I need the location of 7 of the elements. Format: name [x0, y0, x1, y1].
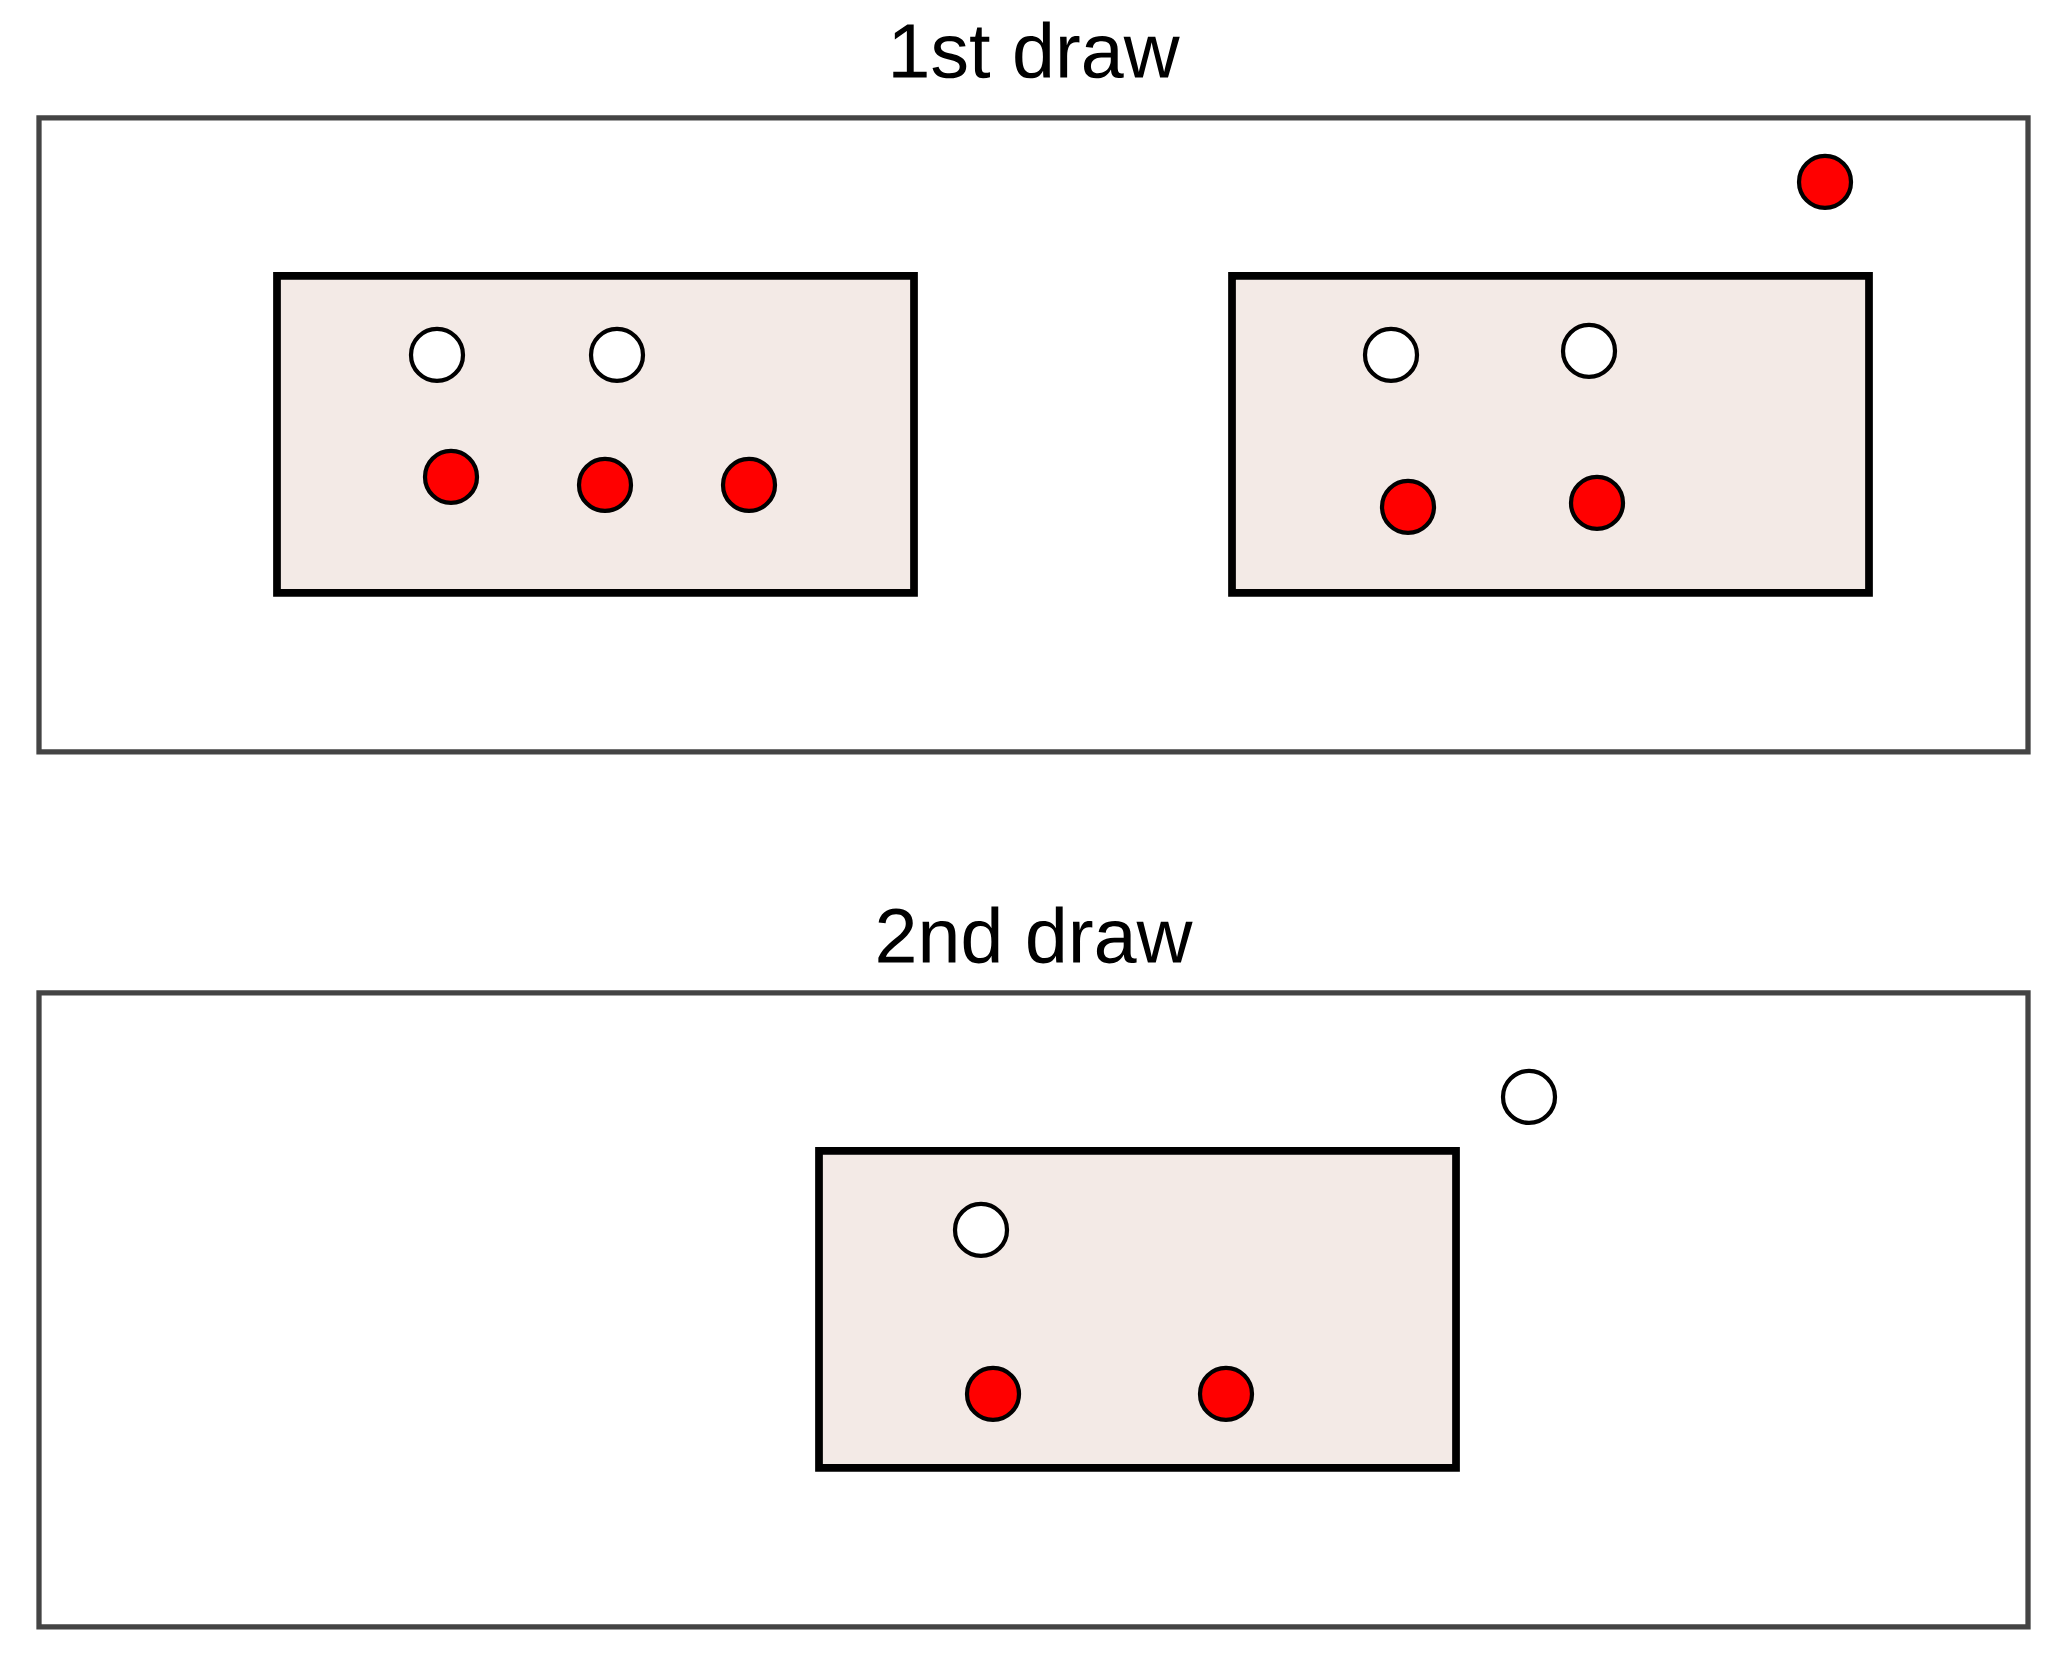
container-box — [815, 1147, 1460, 1472]
panel: 1st draw — [36, 21, 2031, 755]
container-box — [1228, 272, 1873, 597]
panel: 2nd draw — [36, 906, 2031, 1630]
node-label: 1st draw — [893, 21, 1180, 79]
node-label: 2nd draw — [878, 906, 1193, 964]
container-box — [273, 272, 918, 597]
